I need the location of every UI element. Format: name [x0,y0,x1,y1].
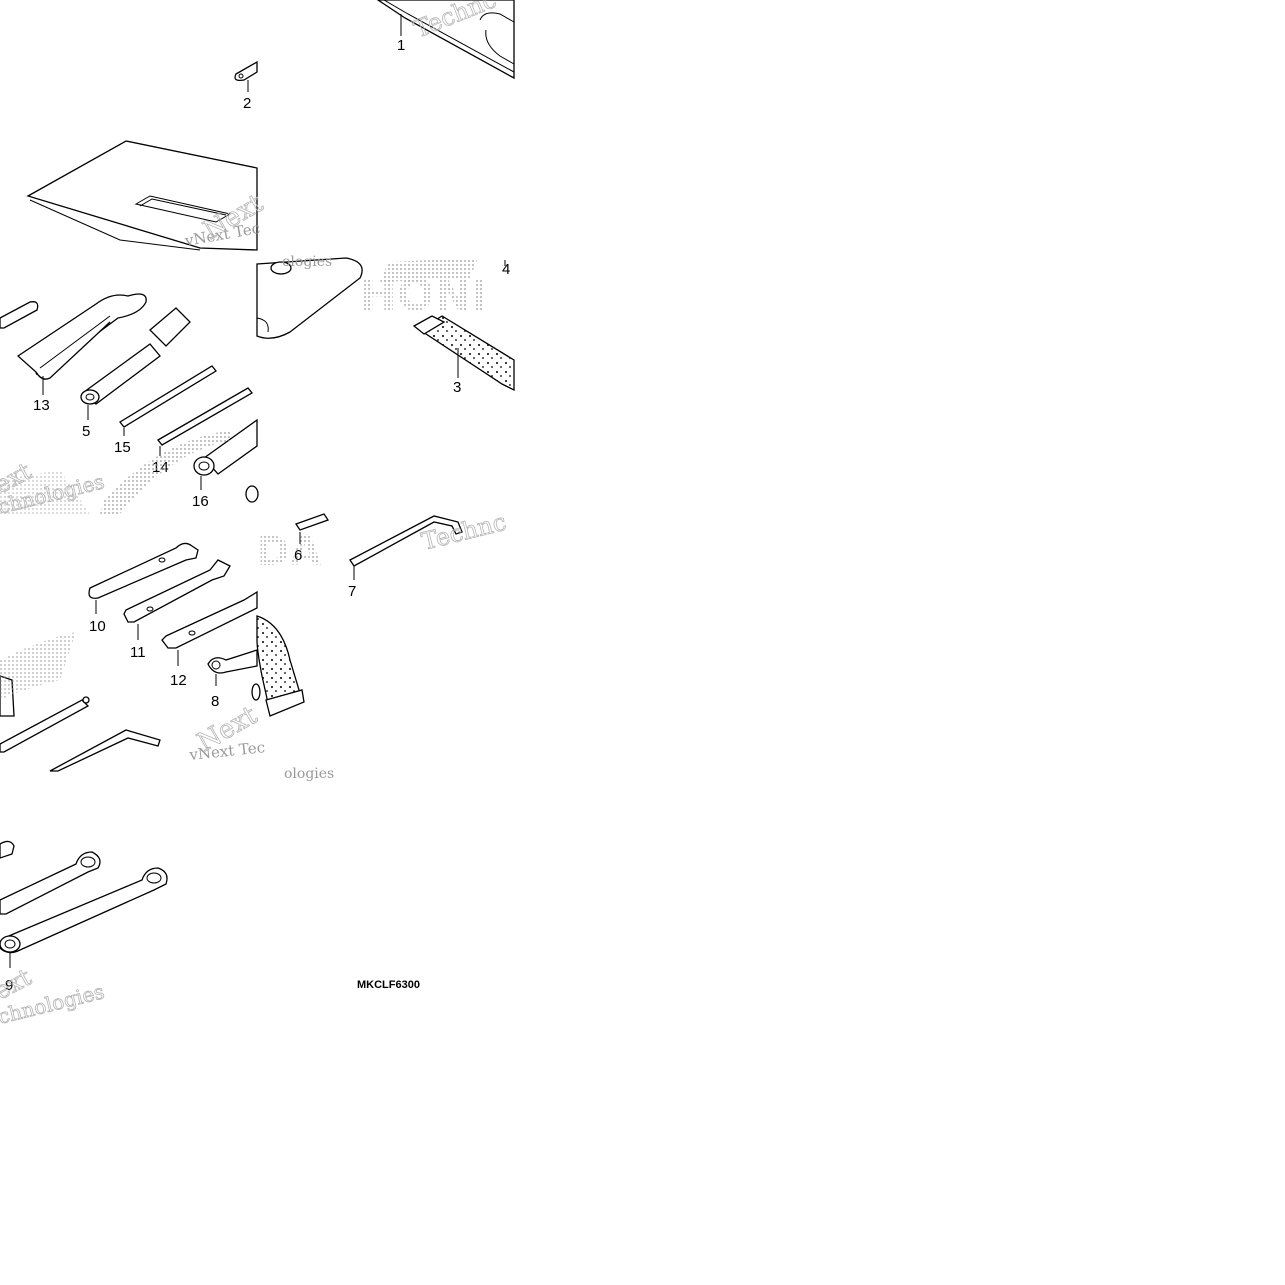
watermark-text: ologies [284,766,334,782]
watermark-text: Technc [419,508,509,556]
callout-12: 12 [170,672,187,689]
callout-2: 2 [243,95,251,112]
callout-9: 9 [5,977,13,994]
callout-7: 7 [348,583,356,600]
tile-top-right: 1 Technc [376,0,515,80]
part-9-ring-wrench-shape [0,851,101,915]
part-11-wrench-shape [123,559,231,623]
watermark-text: ologies [282,254,332,270]
part-10-wrench-shape [88,542,199,599]
tile-top-left: 2 vNext Tec Next [26,60,269,251]
part-15-screwdriver-shape [119,365,217,428]
part-6-bar-shape [294,513,330,531]
tile-middle-right: ologies HONI 4 3 [256,254,515,396]
callout-1: 1 [397,37,405,54]
part-8-spanner-shape [207,649,258,674]
tile-bottom-left: 9 ext chnologies [0,840,168,1029]
callout-15: 15 [114,439,131,456]
part-4-bag-shape [256,257,363,339]
tool-bag-shape [26,140,258,251]
callout-13: 13 [33,397,50,414]
part-7-allen-key-shape [349,515,463,567]
tile-lower-left: 10 11 12 8 vNext Tec Next [0,542,266,772]
callout-16: 16 [192,493,209,510]
callout-4: 4 [502,261,510,278]
tile-lower-right: DA 6 7 Technc ologies [256,507,509,782]
callout-5: 5 [82,423,90,440]
part-14-screwdriver-shape [157,387,253,446]
callout-10: 10 [89,618,106,635]
part-12-wrench-shape [161,590,258,649]
callout-3: 3 [453,379,461,396]
part-2-wrench-shape [234,60,258,82]
diagram-code: MKCLF6300 [357,979,420,991]
callout-8: 8 [211,693,219,710]
tile-middle-left: 13 5 15 14 16 ext chnologies [0,293,259,519]
honda-logo-text: DA [257,529,321,575]
callout-6: 6 [294,547,302,564]
callout-11: 11 [130,644,146,661]
